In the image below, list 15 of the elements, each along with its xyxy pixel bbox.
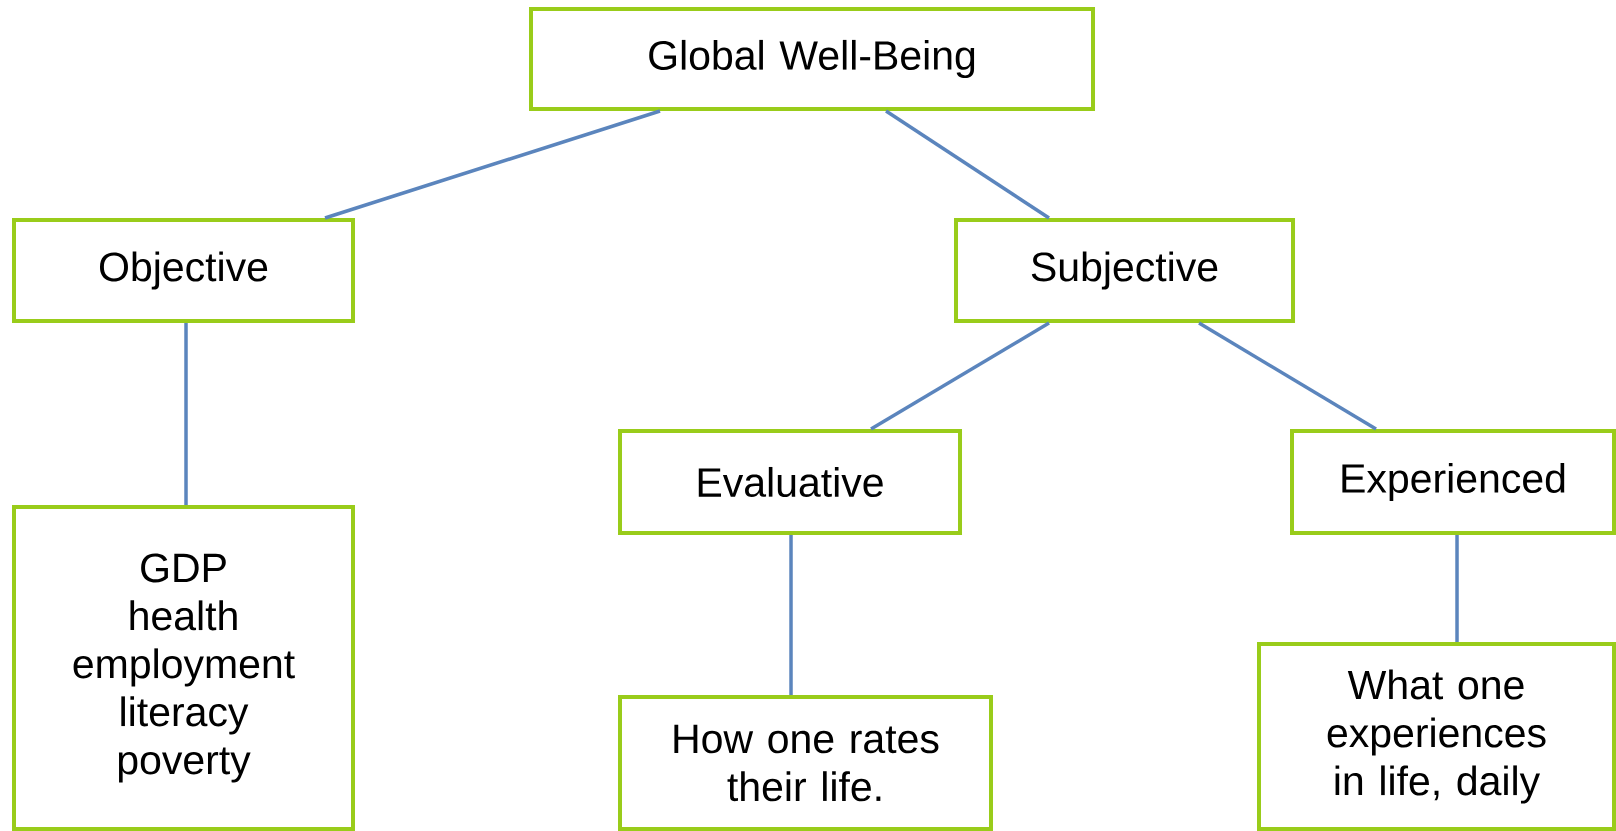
text-box: Experienced xyxy=(1290,429,1616,535)
connector-line xyxy=(184,323,188,505)
text-box: Objective xyxy=(12,218,355,323)
text-box: How one rates their life. xyxy=(618,695,993,831)
text-box: What one experiences in life, daily xyxy=(1257,642,1616,831)
connector-line xyxy=(1198,321,1377,431)
text-box: Subjective xyxy=(954,218,1295,323)
connector-line xyxy=(1455,535,1459,642)
connector-line xyxy=(324,109,661,220)
text-box: GDP health employment literacy poverty xyxy=(12,505,355,831)
text-box: Global Well-Being xyxy=(529,7,1095,111)
connector-line xyxy=(885,109,1050,220)
connector-line xyxy=(870,321,1050,431)
text-box: Evaluative xyxy=(618,429,962,535)
connector-line xyxy=(789,535,793,695)
